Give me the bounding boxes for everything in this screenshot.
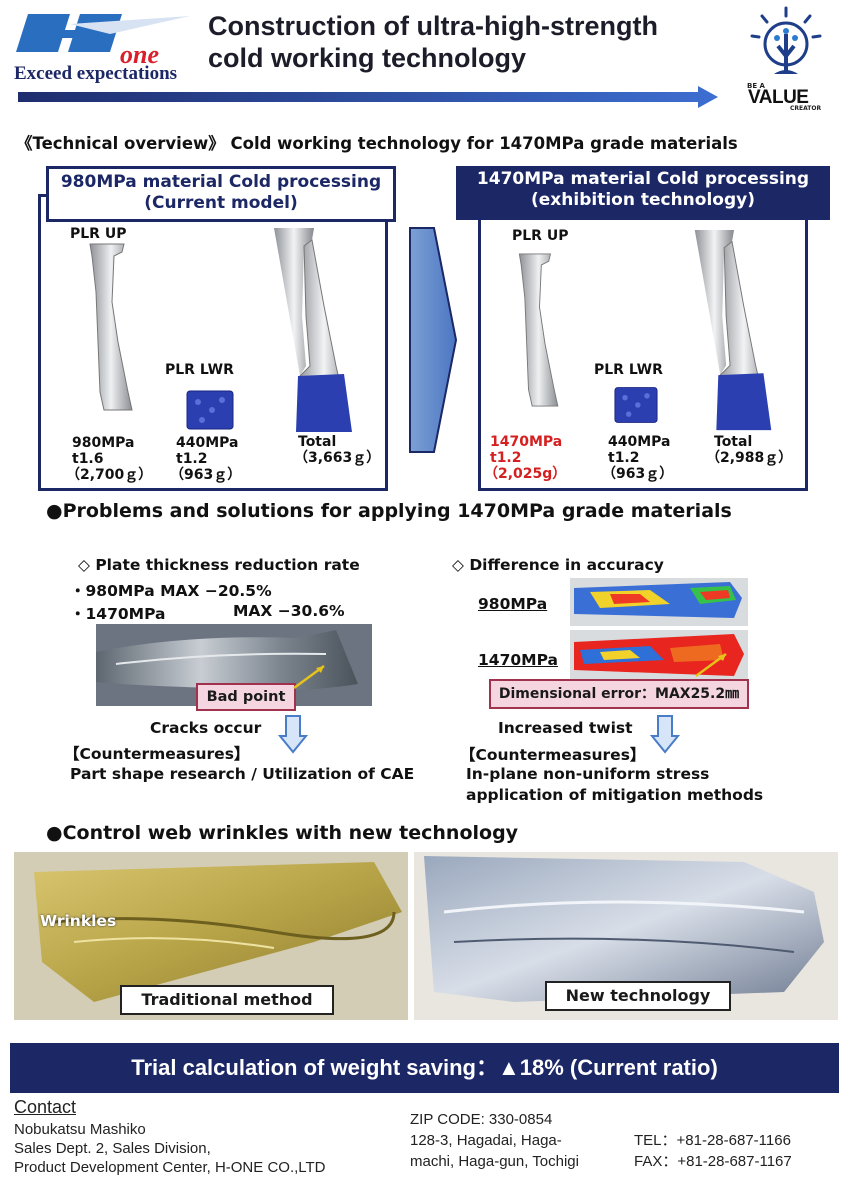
accuracy-title: ◇ Difference in accuracy xyxy=(452,556,664,574)
twist-result: Increased twist xyxy=(498,719,633,737)
page-title-line2: cold working technology xyxy=(208,43,527,73)
problems-heading: ●Problems and solutions for applying 147… xyxy=(46,500,732,522)
left-plr-up-label: PLR UP xyxy=(70,226,127,242)
new-technology-caption: New technology xyxy=(545,981,731,1011)
right-countermeasure-label: 【Countermeasures】 xyxy=(460,746,646,764)
exhibition-header-line1: 1470MPa material Cold processing xyxy=(476,169,810,189)
badge-sub-text: CREATOR xyxy=(790,105,822,112)
transition-arrow xyxy=(408,226,458,458)
value-creator-badge: BE A VALUE CREATOR xyxy=(744,4,829,112)
right-down-arrow-icon xyxy=(649,714,681,758)
company-logo: one xyxy=(10,8,195,86)
current-model-header: 980MPa material Cold processing (Current… xyxy=(46,166,396,222)
right-up-weight: （2,025g） xyxy=(484,466,567,482)
traditional-method-caption: Traditional method xyxy=(120,985,334,1015)
right-countermeasure-text2: application of mitigation methods xyxy=(466,786,764,804)
left-down-arrow-icon xyxy=(277,714,309,758)
left-total-weight: （3,663ｇ） xyxy=(294,450,381,466)
badge-big-text: VALUE xyxy=(748,87,809,108)
accuracy-heatmap-1470 xyxy=(570,630,748,682)
bad-point-pointer-arrow xyxy=(290,662,330,696)
right-pillar-upper-image xyxy=(512,246,567,418)
bad-point-callout: Bad point xyxy=(196,683,296,711)
page-title-line1: Construction of ultra-high-strength xyxy=(208,11,658,41)
wrinkles-label: Wrinkles xyxy=(40,912,117,930)
left-up-weight: （2,700ｇ） xyxy=(66,467,153,483)
left-countermeasure-text: Part shape research / Utilization of CAE xyxy=(70,765,415,783)
right-plr-up-label: PLR UP xyxy=(512,228,569,244)
left-up-strength: 980MPa xyxy=(72,435,135,451)
right-plr-lwr-label: PLR LWR xyxy=(594,362,663,378)
left-countermeasure-label: 【Countermeasures】 xyxy=(64,745,250,763)
right-lwr-strength: 440MPa xyxy=(608,434,671,450)
thickness-line-980: ・980MPa MAX −20.5% xyxy=(70,582,272,600)
exhibition-header: 1470MPa material Cold processing (exhibi… xyxy=(456,166,830,220)
left-lwr-weight: （963ｇ） xyxy=(170,467,242,483)
new-technology-photo xyxy=(414,852,838,1020)
left-pillar-upper-image xyxy=(82,242,142,416)
overview-heading: 《Technical overview》 Cold working techno… xyxy=(16,134,738,153)
header-arrow-bar xyxy=(18,86,718,108)
contact-dept: Sales Dept. 2, Sales Division, xyxy=(14,1140,211,1157)
current-model-header-line1: 980MPa material Cold processing xyxy=(60,172,382,192)
right-countermeasure-text1: In-plane non-uniform stress xyxy=(466,765,710,783)
contact-address2: machi, Haga-gun, Tochigi xyxy=(410,1153,579,1170)
thickness-line-1470-a: ・1470MPa xyxy=(70,605,166,623)
left-pillar-total-image xyxy=(264,226,364,440)
logo-wordmark: one xyxy=(120,40,159,69)
left-lwr-thickness: t1.2 xyxy=(176,451,208,467)
bulb-icon xyxy=(750,6,822,74)
thickness-line-1470-b: MAX −30.6% xyxy=(233,602,345,620)
right-up-thickness: t1.2 xyxy=(490,450,522,466)
badge-small-text: BE A xyxy=(747,82,765,90)
accuracy-pointer-arrow xyxy=(692,650,732,684)
left-up-thickness: t1.6 xyxy=(72,451,104,467)
right-total-label: Total xyxy=(714,434,753,450)
contact-address1: 128-3, Hagadai, Haga- xyxy=(410,1132,562,1149)
left-lwr-strength: 440MPa xyxy=(176,435,239,451)
dimensional-error-callout: Dimensional error：MAX25.2㎜ xyxy=(489,679,749,709)
contact-tel: TEL：+81-28-687-1166 xyxy=(634,1132,791,1149)
right-lwr-weight: （963ｇ） xyxy=(602,466,674,482)
tagline: Exceed expectations xyxy=(14,63,178,84)
left-pillar-lower-image xyxy=(186,390,234,434)
right-lwr-thickness: t1.2 xyxy=(608,450,640,466)
contact-heading: Contact xyxy=(14,1097,77,1117)
right-pillar-total-image xyxy=(684,228,784,438)
contact-name: Nobukatsu Mashiko xyxy=(14,1121,146,1138)
accuracy-label-980: 980MPa xyxy=(478,595,548,613)
weight-saving-banner: Trial calculation of weight saving：▲18% … xyxy=(10,1043,839,1093)
cracks-result: Cracks occur xyxy=(150,719,262,737)
accuracy-heatmap-980 xyxy=(570,578,748,626)
right-total-weight: （2,988ｇ） xyxy=(706,450,793,466)
right-up-strength: 1470MPa xyxy=(490,434,563,450)
contact-fax: FAX：+81-28-687-1167 xyxy=(634,1153,792,1170)
crack-part-photo xyxy=(96,624,372,706)
right-pillar-lower-image xyxy=(614,384,658,430)
wrinkles-heading: ●Control web wrinkles with new technolog… xyxy=(46,822,519,844)
accuracy-label-1470: 1470MPa xyxy=(478,651,558,669)
contact-center: Product Development Center, H-ONE CO.,LT… xyxy=(14,1159,326,1176)
thickness-title: ◇ Plate thickness reduction rate xyxy=(78,556,360,574)
exhibition-header-line2: (exhibition technology) xyxy=(531,190,755,210)
contact-zip: ZIP CODE: 330-0854 xyxy=(410,1111,553,1128)
left-total-label: Total xyxy=(298,434,337,450)
left-plr-lwr-label: PLR LWR xyxy=(165,362,234,378)
current-model-header-line2: (Current model) xyxy=(144,193,298,213)
